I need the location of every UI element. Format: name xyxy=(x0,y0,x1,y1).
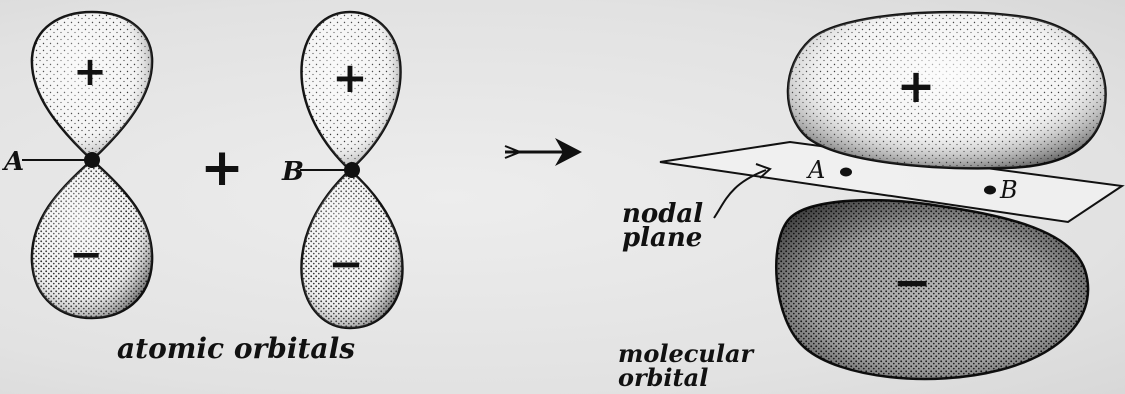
molecular-top-sign: + xyxy=(897,59,936,113)
orbital-a-bottom-sign: − xyxy=(69,232,103,278)
nucleus-a-dot xyxy=(84,152,100,168)
molecular-orbital-caption-line2: orbital xyxy=(618,363,708,392)
molecular-nucleus-a-dot xyxy=(840,168,852,177)
nodal-plane-label-line2: plane xyxy=(622,223,702,253)
molecular-bottom-sign: − xyxy=(893,255,932,309)
molecular-label-b: B xyxy=(999,176,1018,204)
atomic-orbital-a: + − A xyxy=(1,12,152,318)
orbital-b-bottom-sign: − xyxy=(328,239,363,288)
orbital-a-top-sign: + xyxy=(73,49,107,95)
atomic-orbital-b: + − B xyxy=(281,12,402,328)
orbital-b-top-sign: + xyxy=(332,53,367,102)
label-point-a: A xyxy=(1,147,24,177)
molecular-orbital: − + A B xyxy=(660,12,1122,379)
molecular-nucleus-b-dot xyxy=(984,186,996,195)
plus-operator: + xyxy=(200,138,244,198)
reaction-arrow-icon xyxy=(505,138,582,166)
nucleus-b-dot xyxy=(344,162,360,178)
molecular-label-a: A xyxy=(806,156,825,184)
atomic-orbitals-caption: atomic orbitals xyxy=(117,332,355,365)
label-point-b: B xyxy=(281,157,304,187)
